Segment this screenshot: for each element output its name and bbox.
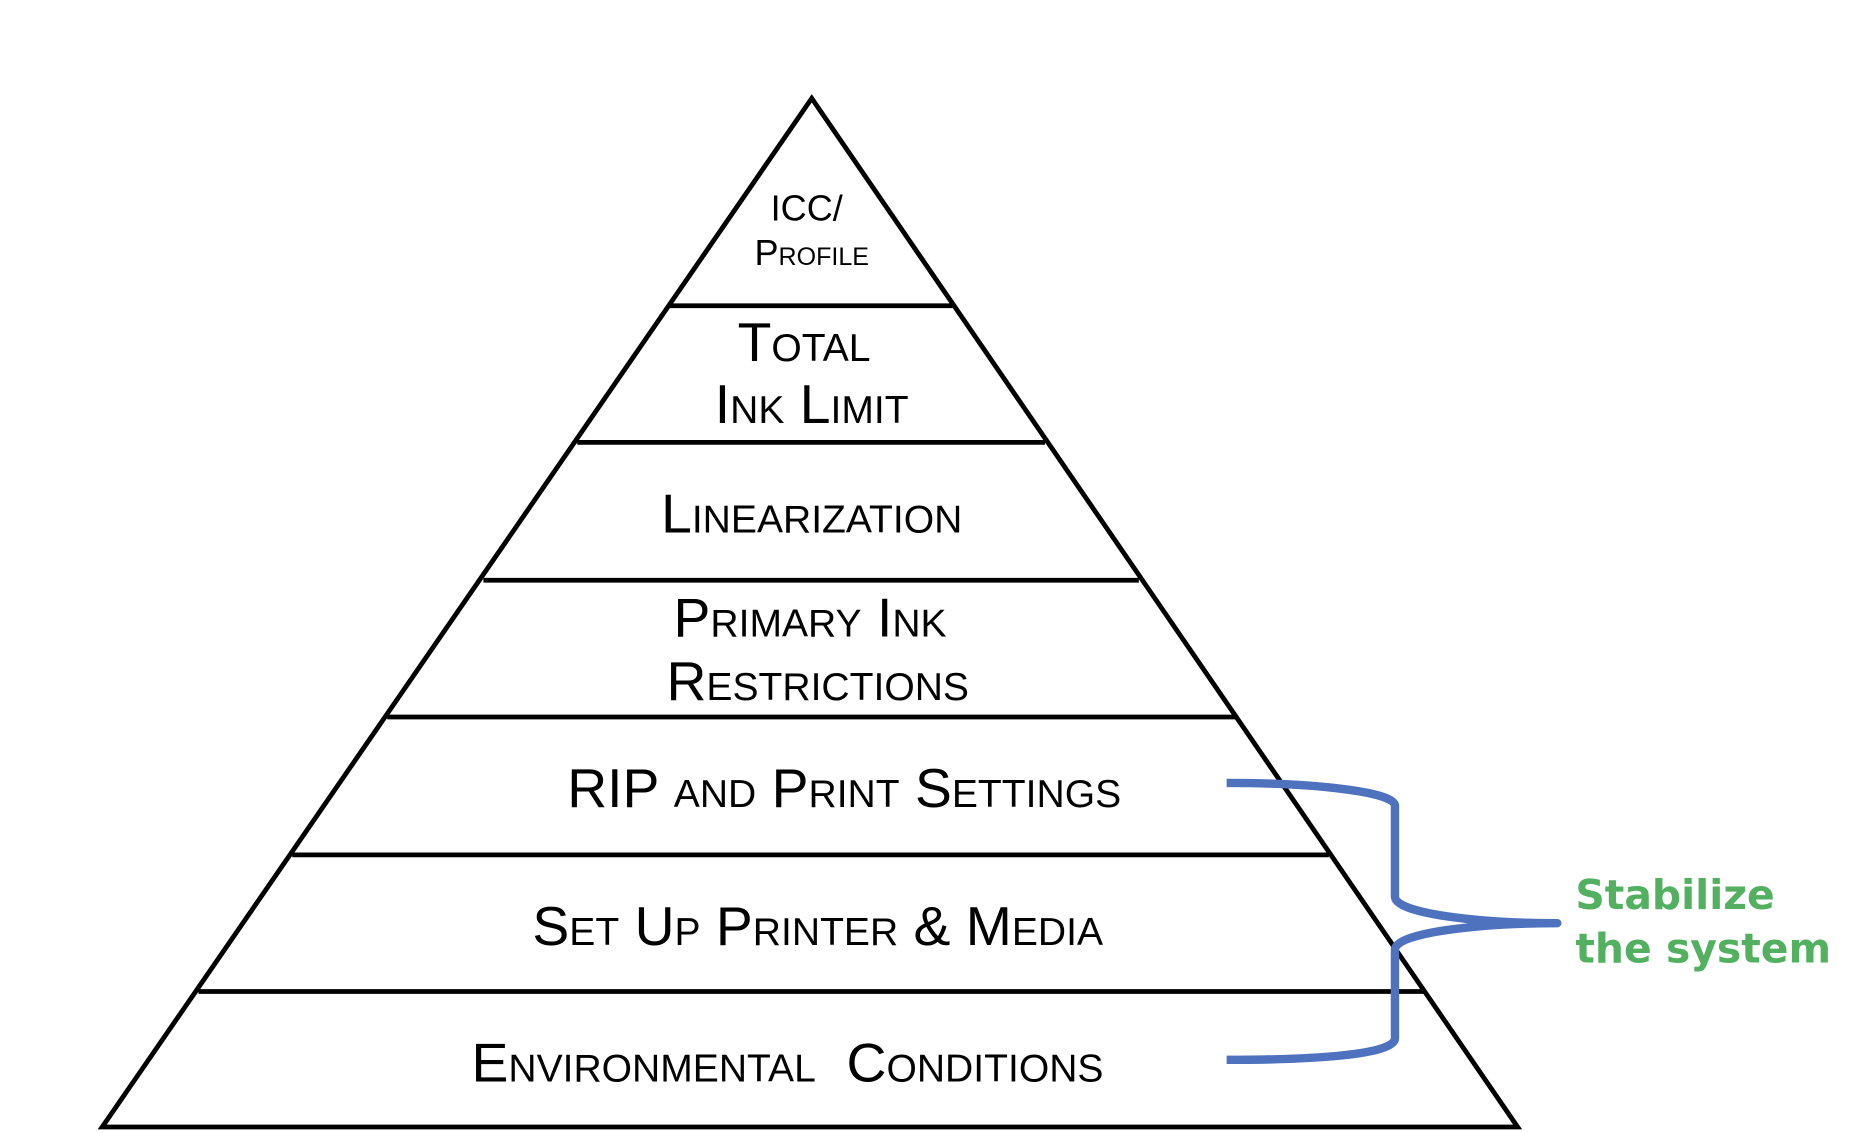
level-icc-profile: ICC/ Profile: [754, 188, 869, 273]
level-primary-ink-restrictions: Primary Ink Restrictions: [666, 587, 969, 712]
level-total-ink-limit: Total Ink Limit: [715, 311, 909, 435]
level-setup-printer-media: Set Up Printer & Media: [532, 895, 1103, 957]
annotation-stabilize-system: Stabilize the system: [1575, 871, 1831, 973]
pyramid-outline: [97, 94, 1523, 1130]
level-linearization: Linearization: [661, 482, 962, 544]
level-environmental-conditions: Environmental Conditions: [471, 1032, 1103, 1094]
bracket: [1226, 778, 1562, 1065]
level-rip-print-settings: RIP and Print Settings: [567, 757, 1121, 819]
